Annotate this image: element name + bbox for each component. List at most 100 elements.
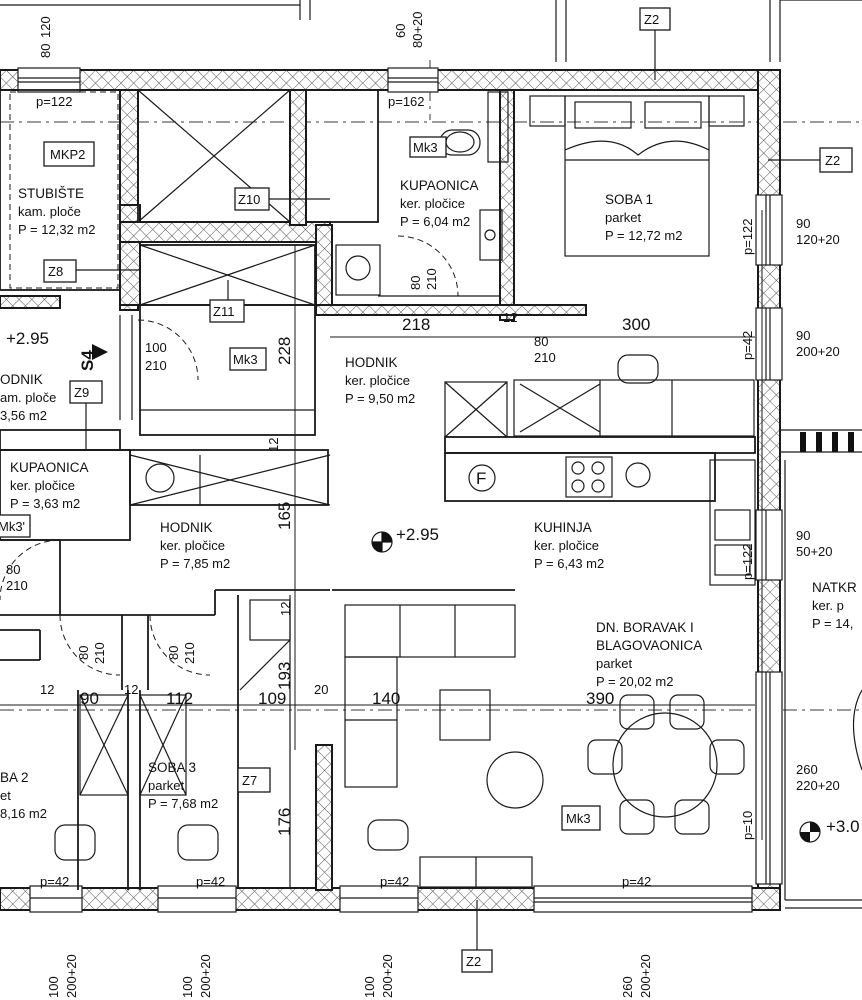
win2-width: 90 (796, 328, 810, 343)
win3-height: 50+20 (796, 544, 833, 559)
tag-z2-right: Z2 (825, 153, 840, 168)
tag-z11: Z11 (213, 304, 234, 319)
kupaonica2-name: KUPAONICA (10, 460, 89, 475)
dim-12-e: 12 (124, 682, 138, 697)
level-main: +2.95 (396, 525, 439, 544)
fridge-label: F (476, 469, 486, 488)
bwin2-height: 200+20 (198, 954, 213, 998)
sill-p10: p=10 (740, 811, 755, 840)
soba1-name: SOBA 1 (605, 192, 653, 207)
sill-p42-v: p=42 (740, 331, 755, 360)
tag-z2-bottom: Z2 (466, 954, 481, 969)
bathroom-fixtures (335, 91, 509, 297)
kuhinja-floor: ker. pločice (534, 538, 599, 553)
stubiste-tag: MKP2 (50, 147, 85, 162)
bwin3-height: 200+20 (380, 954, 395, 998)
level-markers: +2.95 +2.95 +3.0 (6, 329, 860, 843)
hodnik2-name: HODNIK (160, 520, 213, 535)
door-80-s3: 80 (166, 646, 181, 660)
door-210-soba: 210 (534, 350, 556, 365)
tag-z10: Z10 (238, 192, 260, 207)
dim-12-b: 12 (266, 438, 281, 452)
room-boravak: DN. BORAVAK I BLAGOVAONICA parket P = 20… (561, 620, 702, 831)
dim-80-20: 80+20 (410, 11, 425, 48)
boravak-tag: Mk3 (566, 811, 591, 826)
win4-width: 260 (796, 762, 818, 777)
room-natkr: NATKR ker. p P = 14, (812, 580, 857, 631)
natkr-name: NATKR (812, 580, 857, 595)
dimension-lines (0, 210, 763, 840)
dim-12-c: 12 (278, 602, 293, 616)
room-hodnik2: HODNIK ker. pločice P = 7,85 m2 (160, 520, 230, 571)
soba2-area: 8,16 m2 (0, 806, 47, 821)
left-zone (0, 89, 331, 890)
room-hodnik1: Mk3 HODNIK ker. pločice P = 9,50 m2 (229, 347, 415, 406)
boravak-name-1: DN. BORAVAK I (596, 620, 694, 635)
door-210: 210 (145, 358, 167, 373)
terrace-context (780, 429, 862, 909)
top-context (0, 0, 862, 62)
room-hodnik-left: ODNIK am. ploče 3,56 m2 (0, 372, 56, 423)
tag-labels: Z2 Z2 Z8 Z10 Z11 Z9 Z7 Z2 S4 (43, 7, 853, 973)
outer-walls (0, 69, 781, 911)
dim-120: 120 (38, 16, 53, 38)
tag-z9: Z9 (74, 385, 89, 400)
hodnik-left-name: ODNIK (0, 372, 43, 387)
tag-z7: Z7 (242, 773, 257, 788)
room-soba3: SOBA 3 parket P = 7,68 m2 (148, 760, 218, 811)
soba3-area: P = 7,68 m2 (148, 796, 218, 811)
hodnik1-floor: ker. pločice (345, 373, 410, 388)
level-left: +2.95 (6, 329, 49, 348)
dim-12-d: 12 (40, 682, 54, 697)
kupaonica1-floor: ker. pločice (400, 196, 465, 211)
kitchen (444, 354, 756, 586)
boravak-area: P = 20,02 m2 (596, 674, 673, 689)
soba3-floor: parket (148, 778, 185, 793)
hodnik-left-floor: am. ploče (0, 390, 56, 405)
interior-walls (0, 89, 587, 891)
soba2-floor: et (0, 788, 11, 803)
win1-height: 120+20 (796, 232, 840, 247)
dim-140: 140 (372, 689, 400, 708)
door-210-bath: 210 (424, 268, 439, 290)
win4-height: 220+20 (796, 778, 840, 793)
hodnik-left-area: 3,56 m2 (0, 408, 47, 423)
soba2-name: BA 2 (0, 770, 29, 785)
win3-width: 90 (796, 528, 810, 543)
room-kupaonica2: KUPAONICA ker. pločice P = 3,63 m2 Mk3' (0, 460, 89, 538)
stubiste-floor: kam. ploče (18, 204, 81, 219)
hodnik2-area: P = 7,85 m2 (160, 556, 230, 571)
kupaonica2-area: P = 3,63 m2 (10, 496, 80, 511)
bwin4-width: 260 (620, 976, 635, 998)
bed (529, 95, 745, 257)
natkr-area: P = 14, (812, 616, 853, 631)
bwin2-width: 100 (180, 976, 195, 998)
kuhinja-area: P = 6,43 m2 (534, 556, 604, 571)
stubiste-name: STUBIŠTE (18, 186, 84, 201)
dim-60: 60 (393, 24, 408, 38)
door-210-kup: 210 (6, 578, 28, 593)
dim-80: 80 (38, 44, 53, 58)
hodnik1-name: HODNIK (345, 355, 398, 370)
win1-width: 90 (796, 216, 810, 231)
dim-176: 176 (275, 808, 294, 836)
stubiste-area: P = 12,32 m2 (18, 222, 95, 237)
door-210-s2: 210 (92, 642, 107, 664)
dim-112: 112 (166, 689, 193, 708)
bwin3-width: 100 (362, 976, 377, 998)
dim-228: 228 (275, 337, 294, 365)
door-80-bath: 80 (408, 276, 423, 290)
dim-165: 165 (275, 502, 294, 530)
sill-p122-b: p=122 (740, 543, 755, 580)
door-80-soba: 80 (534, 334, 548, 349)
sill-p122: p=122 (740, 218, 755, 255)
dim-390: 390 (586, 689, 614, 708)
sill-p42-c: p=42 (380, 874, 409, 889)
bwin1-height: 200+20 (64, 954, 79, 998)
dim-300: 300 (622, 315, 650, 334)
soba1-floor: parket (605, 210, 642, 225)
sill-p42-a: p=42 (40, 874, 69, 889)
door-80-kup: 80 (6, 562, 20, 577)
dim-193: 193 (275, 662, 294, 690)
